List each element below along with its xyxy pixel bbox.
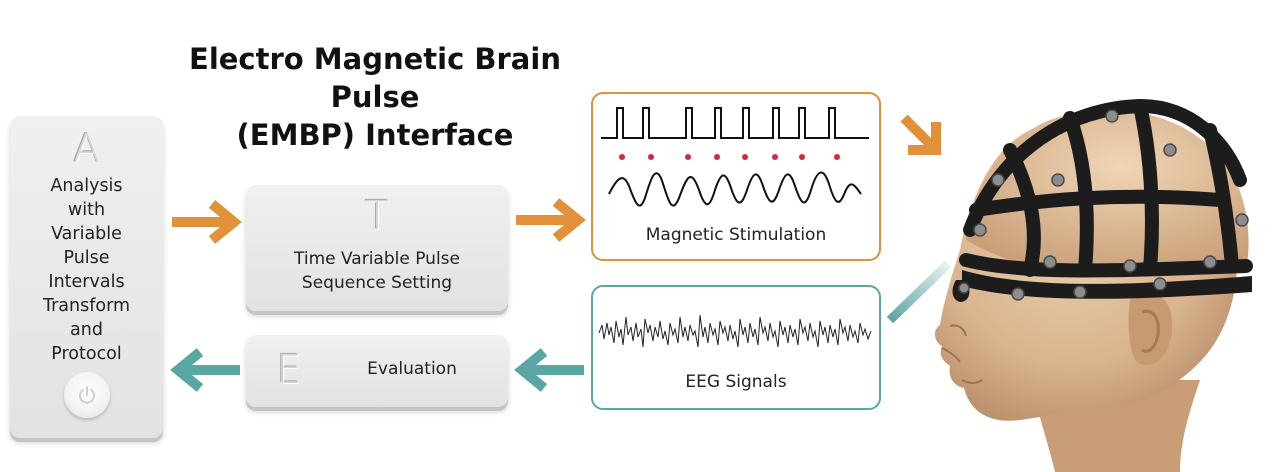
diagram-title: Electro Magnetic Brain Pulse (EMBP) Inte… [140, 40, 610, 154]
arrow-right-icon [172, 200, 242, 244]
arrow-left-icon [514, 348, 584, 392]
magnetic-stimulation-label: Magnetic Stimulation [645, 225, 827, 245]
eeg-signals-panel: EEG Signals [591, 285, 881, 410]
eeg-cap-head-illustration [934, 99, 1253, 472]
evaluation-label: Evaluation [367, 359, 457, 379]
arrow-diagonal-icon [900, 114, 941, 155]
analysis-line: Pulse [63, 248, 110, 268]
eeg-link-line [886, 260, 952, 324]
box-letter-e: E [276, 347, 302, 393]
analysis-box: A Analysis with Variable Pulse Intervals… [10, 116, 163, 438]
arrow-left-icon [170, 348, 240, 392]
power-icon [79, 386, 95, 404]
time-variable-line: Time Variable Pulse [293, 249, 460, 269]
magnetic-stimulation-panel: Magnetic Stimulation [591, 92, 881, 261]
analysis-line: with [67, 200, 106, 220]
time-variable-text: Time Variable Pulse Sequence Setting [246, 247, 508, 295]
analysis-line: Variable [51, 224, 122, 244]
eeg-signals-label: EEG Signals [685, 372, 787, 392]
time-variable-box: T Time Variable Pulse Sequence Setting [246, 185, 508, 311]
power-button[interactable] [64, 372, 110, 418]
analysis-text: Analysis with Variable Pulse Intervals T… [10, 174, 163, 366]
analysis-line: Transform [42, 296, 131, 316]
analysis-line: and [70, 320, 103, 340]
arrow-right-icon [516, 198, 586, 242]
evaluation-box: E Evaluation [246, 335, 508, 407]
analysis-line: Intervals [48, 272, 125, 292]
title-line-1: Electro Magnetic Brain Pulse [189, 42, 561, 114]
eeg-waveform-graphic [598, 314, 872, 348]
time-variable-line: Sequence Setting [301, 273, 453, 293]
analysis-line: Protocol [51, 344, 122, 364]
title-line-2: (EMBP) Interface [236, 118, 514, 152]
analysis-line: Analysis [50, 176, 123, 196]
pulse-train-graphic [601, 107, 869, 207]
box-letter-t: T [364, 193, 390, 239]
box-letter-a: A [72, 126, 101, 172]
